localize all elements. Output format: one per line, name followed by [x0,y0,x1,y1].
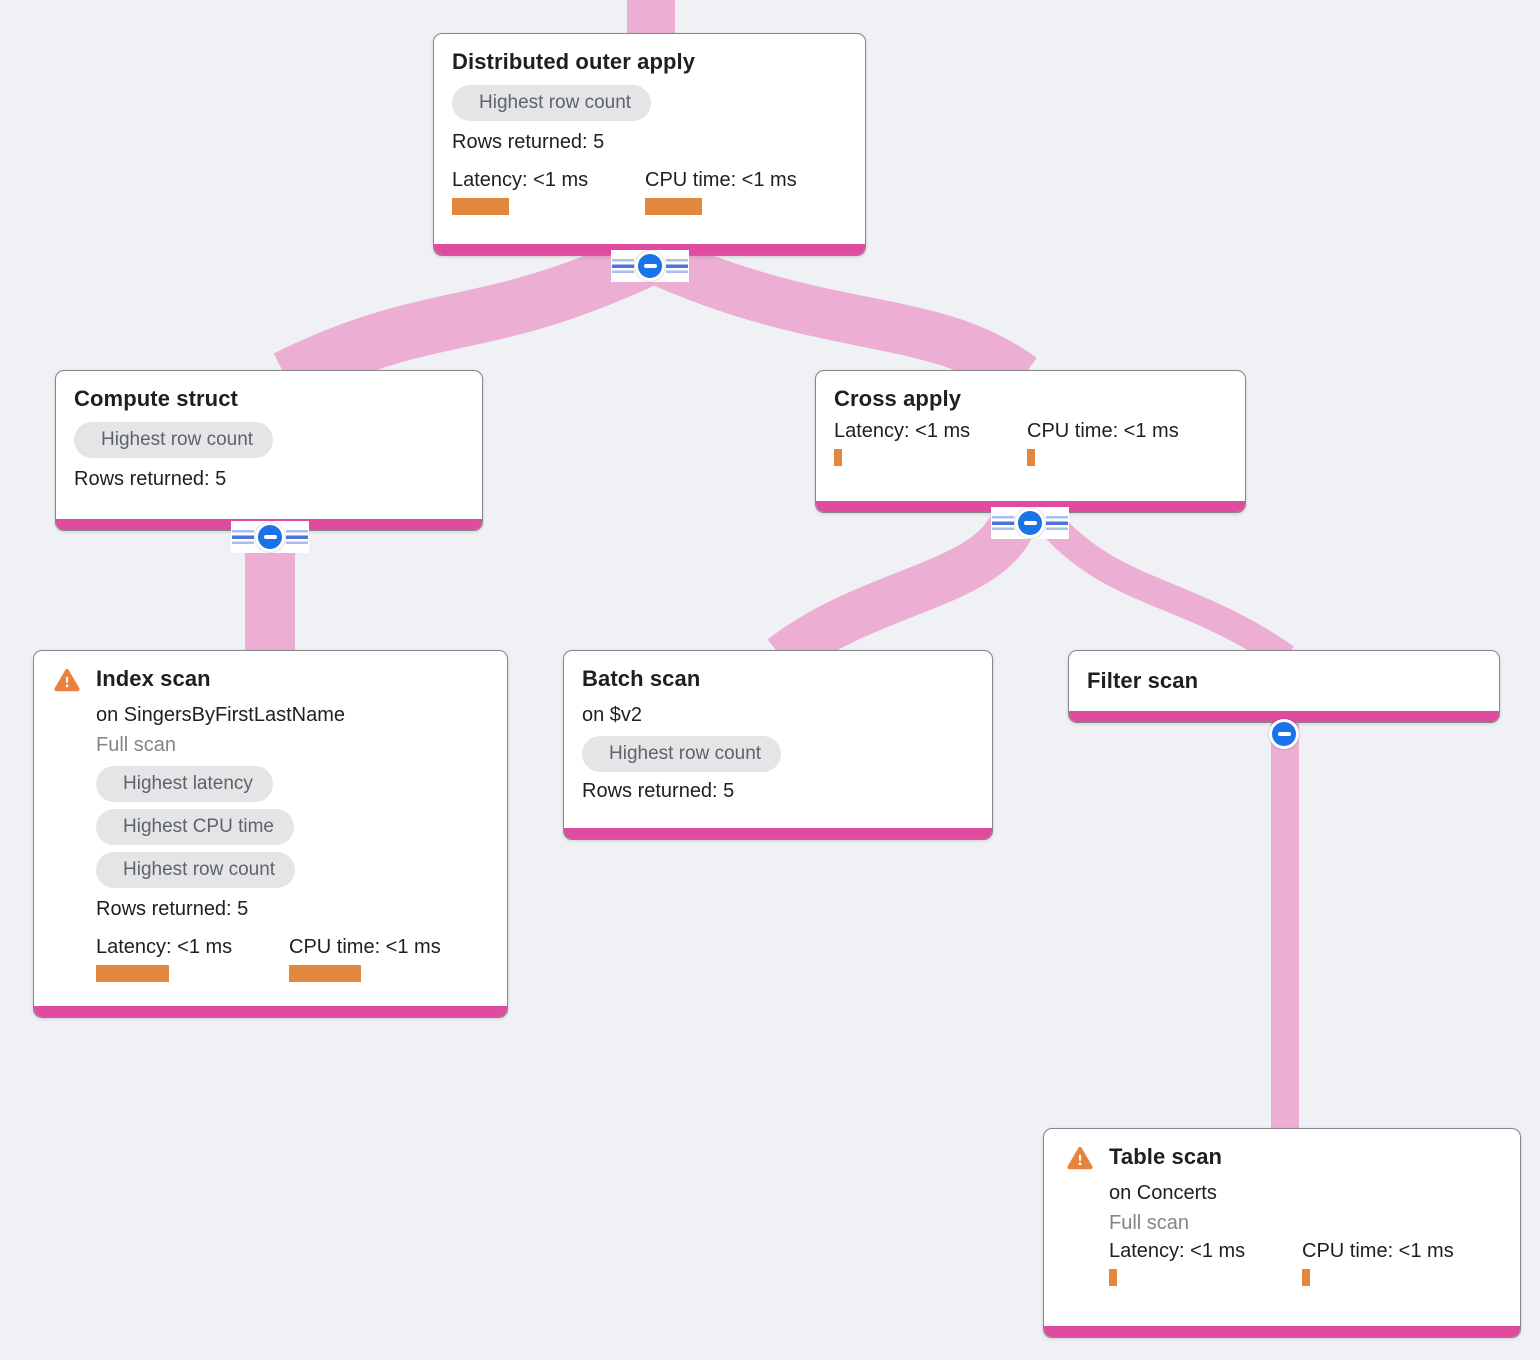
highlight-badge: Highest latency [96,766,273,802]
plan-node-cross-apply[interactable]: Cross apply Latency: <1 ms CPU time: <1 … [815,370,1246,513]
latency-label: Latency: <1 ms [1109,1240,1246,1262]
latency-label: Latency: <1 ms [452,169,589,191]
plan-node-distributed-outer-apply[interactable]: Distributed outer apply Highest row coun… [433,33,866,256]
collapse-stripes [992,516,1014,530]
node-title: Compute struct [74,386,238,411]
node-title: Batch scan [582,666,701,691]
highlight-badge: Highest row count [74,422,274,458]
plan-node-index-scan[interactable]: Index scan on SingersByFirstLastName Ful… [33,650,508,1018]
edge-doa-to-compute-struct [273,235,656,403]
rows-returned: Rows returned: 5 [96,898,249,920]
latency-label: Latency: <1 ms [96,936,233,958]
node-subtitle: on SingersByFirstLastName [96,704,345,726]
edge-cross-apply-to-batch-scan [767,508,1038,677]
collapse-stripes [232,530,254,544]
node-accent-bar [34,1006,507,1017]
minus-circle-icon [1015,508,1045,538]
plan-node-table-scan[interactable]: Table scan on Concerts Full scan Latency… [1043,1128,1521,1338]
cpu-time-bar [289,965,361,982]
highlight-badge: Highest row count [452,85,652,121]
edge-cross-apply-to-filter-scan [1035,508,1295,670]
scan-type-label: Full scan [96,734,177,756]
latency-bar [452,198,509,215]
edge-doa-to-cross-apply [647,237,1037,399]
node-accent-bar [1069,711,1499,722]
collapse-button-cross-apply[interactable] [991,507,1069,539]
rows-returned: Rows returned: 5 [74,468,227,490]
warning-icon [1067,1147,1093,1170]
cpu-time-bar [1302,1269,1310,1286]
node-subtitle: on $v2 [582,704,643,726]
cpu-time-label: CPU time: <1 ms [1302,1240,1454,1262]
node-accent-bar [564,828,992,839]
collapse-stripes [666,259,688,273]
minus-circle-icon [1269,719,1299,749]
rows-returned: Rows returned: 5 [582,780,735,802]
node-subtitle: on Concerts [1109,1182,1217,1204]
node-accent-bar [816,501,1245,512]
plan-node-compute-struct[interactable]: Compute struct Highest row count Rows re… [55,370,483,531]
plan-node-batch-scan[interactable]: Batch scan on $v2 Highest row count Rows… [563,650,993,840]
cpu-time-bar [1027,449,1035,466]
warning-icon [54,669,80,692]
collapse-button-distributed-outer-apply[interactable] [611,250,689,282]
highlight-badge: Highest row count [96,852,296,888]
cpu-time-label: CPU time: <1 ms [1027,420,1179,442]
latency-label: Latency: <1 ms [834,420,971,442]
node-title: Distributed outer apply [452,49,696,74]
highlight-badge: Highest CPU time [96,809,294,845]
rows-returned: Rows returned: 5 [452,131,605,153]
highlight-badge: Highest row count [582,736,782,772]
cpu-time-label: CPU time: <1 ms [289,936,441,958]
latency-bar [834,449,842,466]
node-title: Index scan [96,666,211,691]
minus-circle-icon [255,522,285,552]
node-accent-bar [1044,1326,1520,1337]
node-accent-bar [434,244,865,255]
plan-node-filter-scan[interactable]: Filter scan [1068,650,1500,723]
minus-circle-icon [635,251,665,281]
latency-bar [96,965,169,982]
cpu-time-label: CPU time: <1 ms [645,169,797,191]
collapse-button-filter-scan[interactable] [1269,718,1299,750]
cpu-time-bar [645,198,702,215]
node-title: Table scan [1109,1144,1223,1169]
latency-bar [1109,1269,1117,1286]
node-title: Filter scan [1087,668,1199,693]
scan-type-label: Full scan [1109,1212,1190,1234]
node-title: Cross apply [834,386,962,411]
collapse-stripes [612,259,634,273]
collapse-stripes [1046,516,1068,530]
collapse-button-compute-struct[interactable] [231,521,309,553]
collapse-stripes [286,530,308,544]
